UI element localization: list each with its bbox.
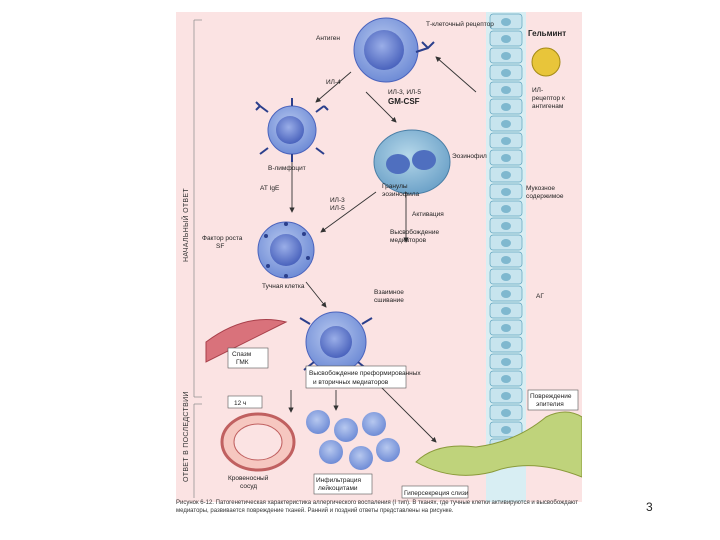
arrows — [288, 56, 477, 443]
epithelial-nucleus — [501, 86, 511, 94]
box-hypersecretion — [401, 485, 469, 499]
epithelial-nucleus — [501, 154, 511, 162]
epithelial-nucleus — [501, 409, 511, 417]
epithelial-nucleus — [501, 273, 511, 281]
label-epithelium-2: эпителия — [536, 401, 564, 408]
label-b-lymphocyte: В-лимфоцит — [268, 165, 306, 172]
label-gmcsf: GM-CSF — [388, 97, 420, 106]
label-vessel-1: Кровеносный — [228, 474, 269, 482]
epithelial-nucleus — [501, 18, 511, 26]
epithelial-nucleus — [501, 222, 511, 230]
label-ige: АТ IgE — [260, 185, 280, 192]
label-mucus-1: Мукозное — [526, 185, 555, 192]
smooth-muscle — [205, 313, 288, 363]
label-hours: 12 ч — [234, 400, 246, 407]
epithelial-nucleus — [501, 171, 511, 179]
epithelial-nucleus — [501, 239, 511, 247]
mast-cell-degranulating — [299, 311, 373, 373]
label-mast-factor-1: Фактор роста — [202, 235, 243, 242]
label-ag: АГ — [536, 293, 544, 300]
label-crosslink-2: сшивание — [374, 297, 404, 304]
t-cell — [353, 17, 435, 83]
epithelial-nucleus — [501, 392, 511, 400]
figure-caption: Рисунок 6-12. Патогенетическая характери… — [176, 500, 579, 514]
side-label-top: НАЧАЛЬНЫЙ ОТВЕТ — [181, 188, 190, 262]
epithelial-nucleus — [501, 137, 511, 145]
epithelial-nucleus — [501, 256, 511, 264]
label-il4: ИЛ-4 — [326, 79, 341, 86]
label-mediators-release-2: медиаторов — [390, 237, 427, 244]
epithelial-nucleus — [501, 358, 511, 366]
label-smooth-muscle-1: Спазм — [232, 351, 252, 358]
label-t-receptor: Т-клеточный рецептор — [426, 20, 494, 28]
epithelial-nucleus — [501, 120, 511, 128]
label-infiltrate-1: Инфильтрация — [316, 477, 361, 484]
label-mucus-2: содержимое — [526, 193, 564, 200]
box-smooth-muscle — [227, 347, 269, 369]
label-activation: Активация — [412, 211, 444, 218]
label-il-receptor-1: ИЛ- — [532, 87, 543, 94]
epithelial-nucleus — [501, 69, 511, 77]
label-il5: ИЛ-5 — [330, 205, 345, 212]
label-antigen: Антиген — [316, 35, 340, 42]
epithelial-nucleus — [501, 188, 511, 196]
eosinophil — [373, 129, 451, 195]
b-cell — [255, 98, 329, 162]
label-mast-factor-2: SF — [216, 243, 224, 250]
label-il3-il5: ИЛ-3, ИЛ-5 — [388, 89, 421, 96]
side-label-bottom: ОТВЕТ В ПОСЛЕДСТВИИ — [183, 391, 190, 482]
epithelium — [486, 12, 582, 502]
label-hypersecretion: Гиперсекреция слизи — [404, 490, 469, 497]
mast-cell-resting — [257, 221, 315, 279]
label-il3: ИЛ-3 — [330, 197, 345, 204]
label-eos-granules-1: Гранулы — [382, 183, 408, 190]
box-infiltrate — [313, 473, 373, 495]
label-il-receptor-3: антигенам — [532, 103, 564, 110]
box-hours — [227, 395, 263, 409]
label-release-2: и вторичных медиаторов — [313, 379, 389, 386]
epithelial-nucleus — [501, 290, 511, 298]
box-release — [305, 365, 407, 389]
label-release-1: Высвобождение преформированных — [309, 369, 421, 377]
epithelial-nucleus — [501, 35, 511, 43]
epithelial-nucleus — [501, 52, 511, 60]
label-smooth-muscle-2: ГМК — [236, 359, 249, 366]
epithelial-nucleus — [501, 307, 511, 315]
blood-vessel — [220, 412, 296, 472]
epithelial-nucleus — [501, 341, 511, 349]
epithelial-nucleus — [501, 205, 511, 213]
label-epithelium-1: Повреждение — [530, 393, 572, 400]
label-infiltrate-2: лейкоцитами — [318, 484, 358, 492]
leukocyte-infiltrate — [306, 410, 400, 470]
helminth-icon — [531, 47, 561, 77]
side-brackets: НАЧАЛЬНЫЙ ОТВЕТ ОТВЕТ В ПОСЛЕДСТВИИ — [181, 19, 202, 498]
allergy-diagram: НАЧАЛЬНЫЙ ОТВЕТ ОТВЕТ В ПОСЛЕДСТВИИ — [181, 12, 583, 502]
label-eosinophil: Эозинофил — [452, 153, 487, 160]
page-number: 3 — [646, 500, 653, 514]
epithelial-nucleus — [501, 324, 511, 332]
label-crosslink-1: Взаимное — [374, 289, 404, 296]
epithelial-nucleus — [501, 426, 511, 434]
figure-panel: НАЧАЛЬНЫЙ ОТВЕТ ОТВЕТ В ПОСЛЕДСТВИИ — [176, 12, 583, 502]
label-eos-granules-2: эозинофила — [382, 191, 420, 198]
epithelial-nucleus — [501, 375, 511, 383]
label-mediators-release-1: Высвобождение — [390, 228, 439, 236]
label-vessel-2: сосуд — [240, 483, 257, 490]
label-il-receptor-2: рецептор к — [532, 95, 565, 102]
epithelial-nucleus — [501, 103, 511, 111]
box-epithelium — [527, 389, 579, 411]
mucus-gland — [415, 411, 583, 478]
label-mast-cell: Тучная клетка — [262, 283, 305, 290]
label-helminth: Гельминт — [528, 29, 566, 38]
